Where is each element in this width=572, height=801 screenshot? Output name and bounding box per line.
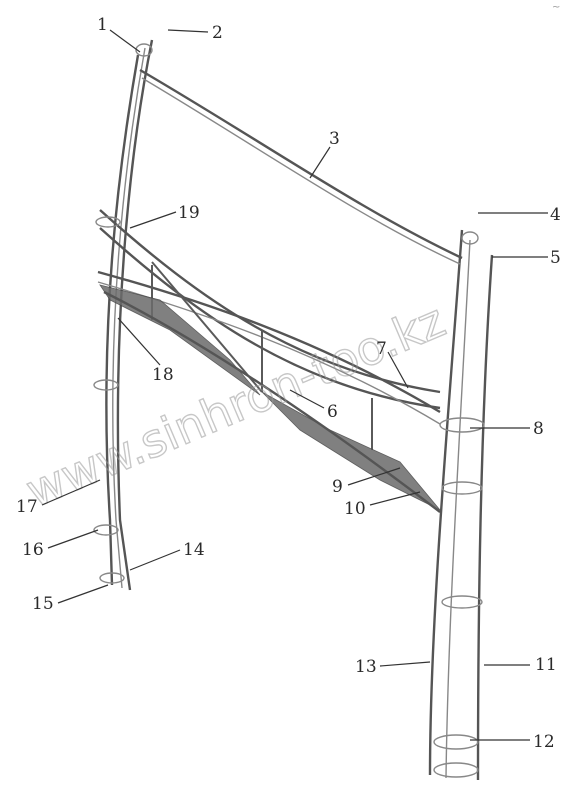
ring-right-3 xyxy=(441,595,483,609)
callout-11: 11 xyxy=(535,655,557,675)
callout-19: 19 xyxy=(178,203,200,223)
leader-19 xyxy=(129,211,177,229)
ring-left-1 xyxy=(95,216,121,228)
diagonal-brace xyxy=(151,261,263,393)
callout-17: 17 xyxy=(16,497,38,517)
right-pillar-outer xyxy=(428,229,464,776)
ring-top-right xyxy=(461,231,479,245)
leader-17 xyxy=(41,479,101,506)
frame-structure xyxy=(93,39,494,781)
ring-left-4 xyxy=(99,572,125,584)
ring-left-3 xyxy=(93,524,119,536)
leader-18 xyxy=(117,317,161,366)
callout-6: 6 xyxy=(327,402,338,422)
callout-2: 2 xyxy=(212,23,223,43)
left-pillar-outer xyxy=(105,54,140,586)
bottom-cross-member xyxy=(103,290,441,513)
leader-6 xyxy=(289,389,325,409)
right-pillar-inner xyxy=(476,254,494,781)
callout-15: 15 xyxy=(32,594,54,614)
callout-1: 1 xyxy=(97,15,108,35)
mid-beam-lower xyxy=(99,227,441,410)
callout-18: 18 xyxy=(152,365,174,385)
leader-15 xyxy=(57,584,109,604)
leader-1 xyxy=(109,29,141,53)
ring-right-2 xyxy=(441,481,483,495)
leader-16 xyxy=(47,529,99,549)
callout-13: 13 xyxy=(355,657,377,677)
leader-13 xyxy=(379,661,431,667)
ring-right-4 xyxy=(433,734,479,750)
corner-mark: ~ xyxy=(552,2,560,13)
leader-14 xyxy=(129,549,181,571)
callout-10: 10 xyxy=(344,499,366,519)
ring-top-left xyxy=(135,43,153,57)
callout-4: 4 xyxy=(550,205,561,225)
callout-labels: 1 2 3 4 5 6 7 8 9 10 11 12 13 14 15 16 1… xyxy=(16,15,561,752)
callout-16: 16 xyxy=(22,540,44,560)
low-beam-upper xyxy=(97,270,441,414)
left-pillar-web xyxy=(112,47,146,589)
leader-9 xyxy=(347,467,401,486)
ring-right-1 xyxy=(439,417,485,433)
gusset-left xyxy=(99,284,261,396)
leader-2 xyxy=(167,29,209,33)
ring-left-2 xyxy=(93,379,119,391)
callout-9: 9 xyxy=(332,477,343,497)
callout-8: 8 xyxy=(533,419,544,439)
callout-12: 12 xyxy=(533,732,555,752)
callout-leaders xyxy=(41,29,548,741)
callout-3: 3 xyxy=(329,129,340,149)
top-beam-upper xyxy=(139,68,463,260)
callout-14: 14 xyxy=(183,540,205,560)
leader-7 xyxy=(387,351,409,389)
right-pillar-web xyxy=(445,239,471,779)
left-pillar-inner xyxy=(116,39,154,591)
top-beam-lower xyxy=(141,77,461,265)
callout-5: 5 xyxy=(550,248,561,268)
ring-right-5 xyxy=(433,762,479,778)
leader-10 xyxy=(369,491,421,506)
leader-3 xyxy=(309,146,331,179)
callout-7: 7 xyxy=(376,339,387,359)
